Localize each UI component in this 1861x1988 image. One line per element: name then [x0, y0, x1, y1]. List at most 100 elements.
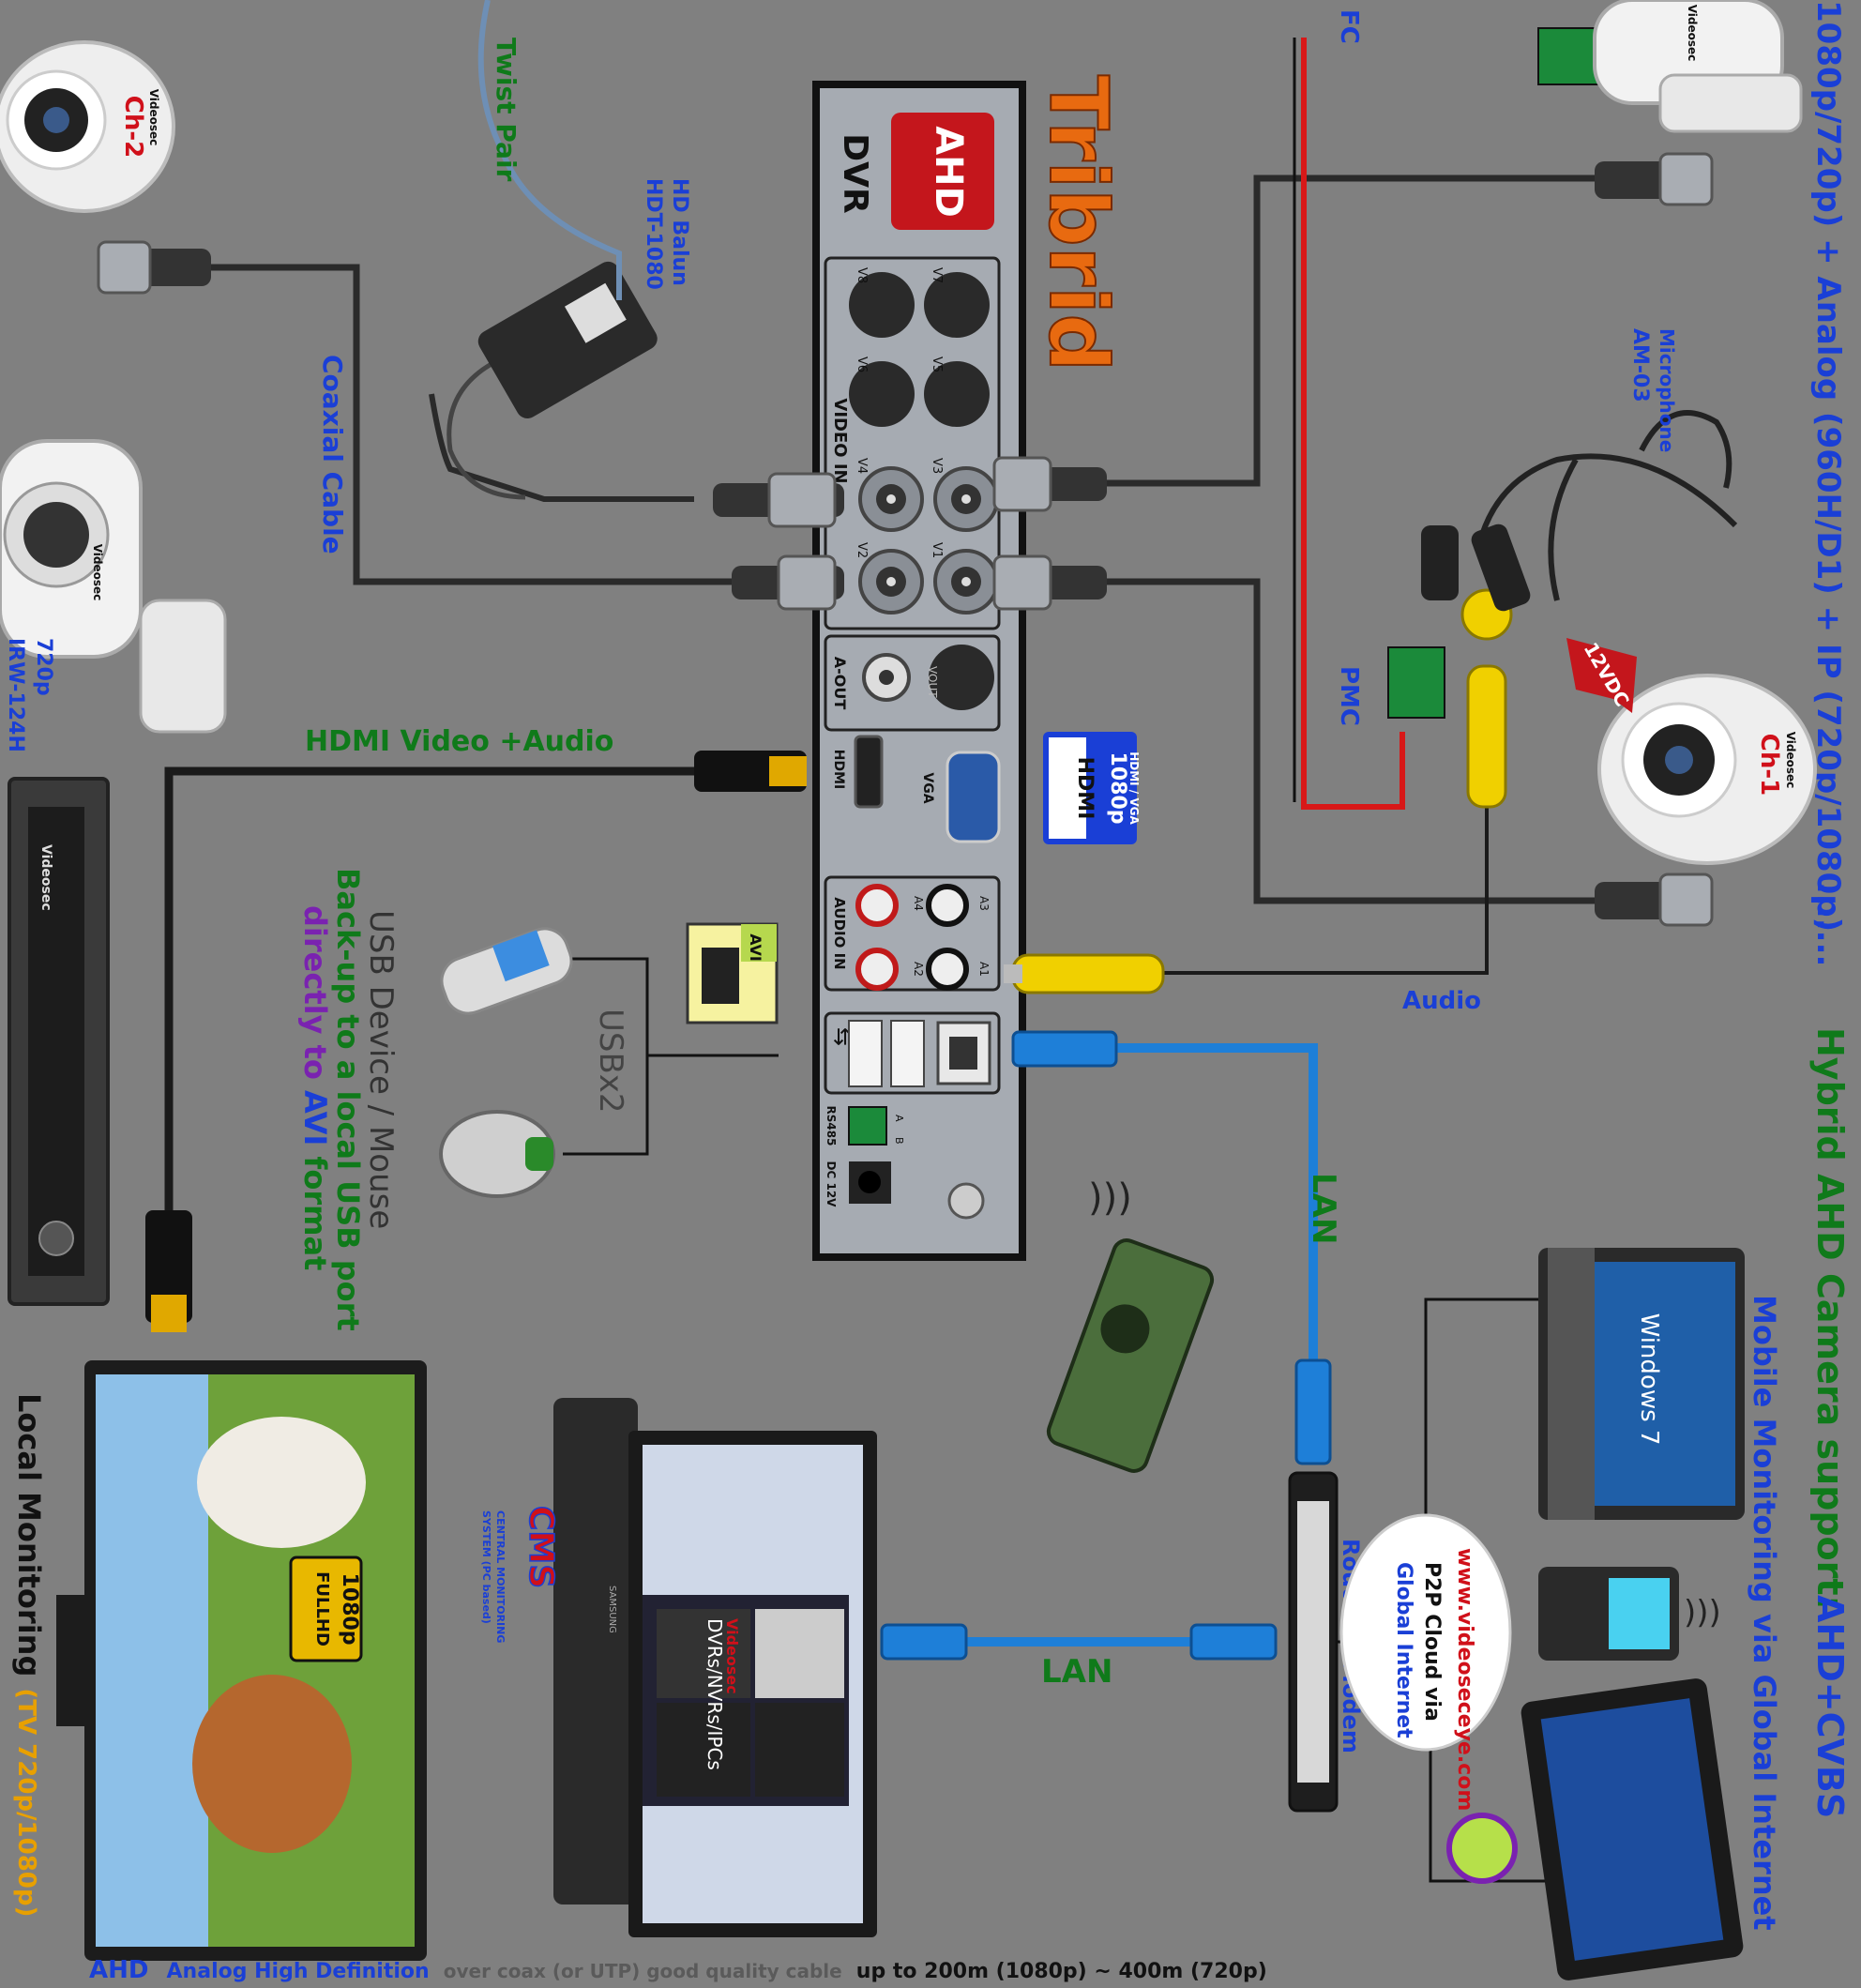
rs485-pin-a: A: [893, 1115, 905, 1122]
bnc-v4[interactable]: [858, 466, 924, 532]
hdmi-plug-dvr: [694, 751, 807, 792]
rj45-plug-router-side: [1189, 1623, 1278, 1661]
mic-jack-cable: [1421, 525, 1459, 600]
port-v8-cover: [849, 272, 915, 338]
lan-label-1: LAN: [1305, 1173, 1342, 1244]
camera-irw-model: IRW-124H: [4, 638, 27, 752]
vdc-arrow: 12VDC: [1566, 638, 1637, 713]
port-v7-cover: [924, 272, 990, 338]
header-formats: 1080p/720p) + Analog (960H/D1) + IP (720…: [1809, 0, 1847, 932]
port-v5-cover: [924, 361, 990, 427]
tablet: [1521, 1678, 1744, 1980]
header-group: 1080p/720p) + Analog (960H/D1) + IP (720…: [1809, 0, 1851, 1818]
hdmi-badge-hdmi: HDMI: [1073, 757, 1097, 820]
camera-ch1-label: Ch-1: [1755, 734, 1783, 796]
camera-ch1-brand: Videosec: [1784, 732, 1797, 789]
power-cable: [1301, 38, 1405, 810]
laptop-brand: SAMSUNG: [607, 1586, 617, 1633]
mobile-monitoring-group: Mobile Monitoring via Global Internet: [1747, 1295, 1782, 1931]
usb-port-2[interactable]: [890, 1020, 925, 1087]
pmc-label: PMC: [1335, 666, 1363, 726]
hdmi-port[interactable]: [854, 735, 884, 809]
rs485-label: RS485: [825, 1106, 838, 1146]
audio-label: Audio: [1402, 987, 1481, 1015]
coax-cable-right-bottom: [994, 578, 1660, 904]
dvr-front-unit: Videosec: [8, 777, 110, 1306]
fc-label: FC: [1335, 9, 1363, 44]
dvr-rear-panel: AHD DVR Tribrid VIDEO IN V8 V7 V6 V5 V4: [812, 74, 1126, 1261]
camera-irw-brand: Videosec: [91, 544, 104, 601]
twist-pair-wire: [477, 0, 622, 300]
cloud-line-2: Global Internet: [1392, 1562, 1415, 1738]
mobile-phone: ))): [1538, 1567, 1721, 1661]
video-in-label: VIDEO IN: [830, 398, 850, 483]
vga-port[interactable]: [946, 751, 1001, 843]
lan-cable-dvr: [1032, 1043, 1318, 1389]
label-v1: V1: [930, 542, 944, 558]
phone-signal-icon: ))): [1684, 1594, 1721, 1631]
avi-label: AVI: [747, 933, 764, 962]
label-v2: V2: [855, 542, 869, 558]
tv-monitor: FULLHD 1080p: [56, 1360, 427, 1961]
coaxial-cable-label: Coaxial Cable: [317, 355, 348, 554]
avi-file-icon: AVI: [686, 922, 779, 1024]
ahd-badge-text: AHD: [927, 126, 970, 218]
audio-in-a2[interactable]: [855, 948, 899, 991]
windows-laptop: Windows 7: [1538, 1248, 1745, 1520]
header-ellipsis: .......: [1809, 882, 1847, 966]
rs485-terminal[interactable]: [848, 1106, 887, 1146]
internet-line-laptop: [1424, 1298, 1538, 1520]
camera-ch1-dome: Videosec Ch-1: [1597, 674, 1817, 865]
bnc-plug-right-top: [992, 456, 1107, 512]
ahd-badge: [891, 113, 994, 230]
audio-in-label: AUDIO IN: [831, 897, 848, 969]
audio-in-a4[interactable]: [855, 884, 899, 927]
audio-in-a3[interactable]: [926, 884, 969, 927]
label-v4: V4: [855, 458, 869, 474]
router-modem: Router Modem: [1288, 1471, 1364, 1813]
usb-device-label-1: USB Device / Mouse: [362, 910, 400, 1229]
hdmi-port-label: HDMI: [831, 750, 846, 789]
fullhd-label-1: FULLHD: [312, 1571, 332, 1647]
dvr-front-brand: Videosec: [38, 844, 53, 911]
cms-sub-2: SYSTEM (PC based): [480, 1510, 492, 1624]
ground-screw: [947, 1182, 985, 1220]
hdmi-badge-res: 1080p: [1106, 752, 1129, 825]
mobile-monitoring-label: Mobile Monitoring via Global Internet: [1747, 1295, 1782, 1931]
bnc-v1[interactable]: [933, 549, 999, 615]
hdmi-video-audio-label: HDMI Video +Audio: [305, 725, 613, 758]
bnc-plug-left-top: [713, 472, 844, 528]
hdmi-badge-sub: HDMI / VGA: [1127, 751, 1141, 825]
vout-label: VOUT: [926, 666, 939, 698]
usb-port-1[interactable]: [848, 1020, 883, 1087]
usb-device-label-3: directly to AVI format: [297, 905, 333, 1270]
coax-cable-right-top: [994, 175, 1660, 487]
vout-cover: [929, 645, 994, 710]
windows-label: Windows 7: [1635, 1313, 1663, 1446]
audio-in-a1[interactable]: [926, 948, 969, 991]
rs485-pin-b: B: [893, 1137, 905, 1145]
bnc-plug-far-right-bottom: [1595, 873, 1714, 927]
usb-bracket: [563, 957, 779, 1156]
audio-in-frame: [824, 875, 1001, 992]
hd-balun: [477, 261, 658, 419]
camera-pigtail: [1479, 410, 1738, 601]
vga-port-label: VGA: [920, 772, 935, 803]
hdmi-cable: [164, 766, 713, 1295]
header-title: Hybrid AHD Camera support:: [1809, 1027, 1851, 1610]
cloud-url: www.videoseceye.com: [1453, 1548, 1476, 1811]
header-types: AHD+CVBS: [1809, 1595, 1851, 1818]
coax-cable-ch2: [164, 264, 816, 585]
bnc-v3[interactable]: [933, 466, 999, 532]
bnc-plug-far-top-left: [97, 240, 211, 295]
audio-label-a2: A2: [912, 962, 925, 977]
bnc-v2[interactable]: [858, 549, 924, 615]
camera-ch2-dome: Videosec Ch-2: [0, 40, 175, 213]
audio-cable: [1163, 807, 1489, 975]
rj45-plug-dvr: [1011, 1030, 1118, 1068]
fullhd-label-2: 1080p: [338, 1573, 361, 1646]
hdmi-badge: HDMI 1080p HDMI / VGA: [1043, 732, 1141, 844]
usb-device-label-2: Back-up to a local USB port: [330, 868, 366, 1331]
aout-frame: [824, 634, 1001, 732]
